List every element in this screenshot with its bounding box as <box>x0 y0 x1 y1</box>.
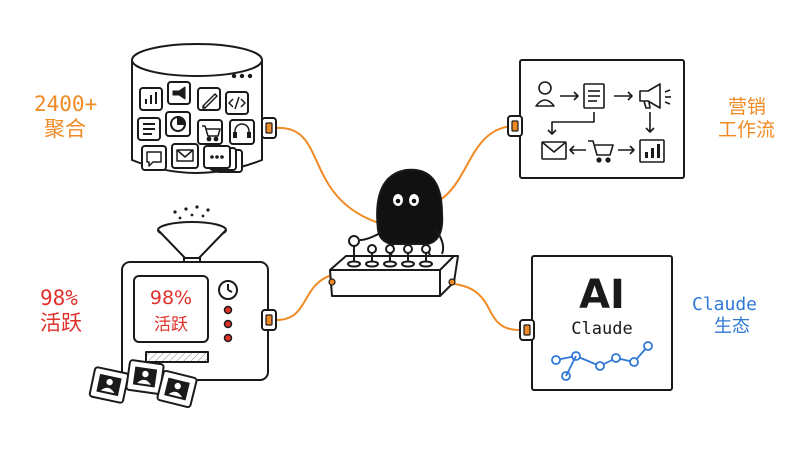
claude-panel <box>519 255 673 391</box>
hub-port-left <box>328 278 336 286</box>
document-icon <box>583 83 605 109</box>
active-percent: 98% <box>40 286 78 310</box>
red-indicator-2 <box>223 319 233 329</box>
arrow-6 <box>618 145 635 155</box>
bar-chart-icon <box>639 139 665 163</box>
bucket-port <box>261 117 277 139</box>
connector-wires <box>275 125 521 331</box>
funnel-icon <box>157 221 227 269</box>
lever-knobs <box>347 235 433 268</box>
workflow-board <box>507 59 685 179</box>
bar-chart-icon <box>139 87 163 111</box>
pie-chart-icon <box>165 111 191 137</box>
arrow-5 <box>569 145 586 155</box>
marketing-label: 营销 工作流 <box>718 96 775 142</box>
profile-card-2 <box>125 359 165 395</box>
growth-line-icon <box>551 341 653 381</box>
cart-icon <box>197 119 223 145</box>
megaphone-icon <box>639 83 671 109</box>
claude-logo: AI <box>579 272 625 318</box>
screen-line2: 活跃 <box>154 315 188 335</box>
claude-port <box>519 319 535 341</box>
red-indicator-3 <box>223 333 233 343</box>
chat-icon <box>141 145 167 171</box>
integrations-count: 2400+ <box>34 92 98 116</box>
arrow-4 <box>645 112 655 133</box>
pencil-icon <box>197 87 221 111</box>
cart-icon <box>588 140 614 163</box>
output-slot <box>145 351 209 363</box>
document-icon <box>137 117 161 141</box>
claude-name: Claude <box>571 319 632 339</box>
tv-screen <box>133 275 209 343</box>
wire-workflow-to-hub <box>439 125 513 201</box>
code-icon <box>225 91 249 115</box>
control-hub <box>328 168 459 297</box>
wire-claude-to-hub <box>453 283 521 331</box>
user-icon <box>535 81 555 107</box>
active-caption: 活跃 <box>40 311 82 336</box>
integrations-label: 2400+ 聚合 <box>34 92 97 142</box>
mail-icon <box>171 143 199 169</box>
claude-ecosystem-label: Claude 生态 <box>692 294 757 337</box>
screen-line1: 98% <box>150 287 192 309</box>
workflow-port <box>507 115 523 137</box>
active-label: 98% 活跃 <box>40 286 82 336</box>
arrow-3 <box>547 112 595 135</box>
tv-port <box>261 309 277 331</box>
claude-ecosystem-caption: 生态 <box>714 315 750 337</box>
arrow-1 <box>560 91 579 101</box>
integrations-bucket <box>131 43 277 174</box>
clock-dial-icon <box>218 280 238 300</box>
claude-ecosystem-name: Claude <box>692 294 758 315</box>
mail-icon <box>541 141 567 160</box>
marketing-caption-2: 工作流 <box>718 118 776 141</box>
card-stack-icon <box>203 145 243 173</box>
sparkle-dots <box>173 205 210 220</box>
megaphone-icon <box>167 81 191 105</box>
wire-bucket-to-hub <box>275 126 386 226</box>
marketing-caption-1: 营销 <box>728 96 767 118</box>
profile-card-3 <box>156 369 198 409</box>
control-panel <box>328 235 459 297</box>
more-dots-icon <box>231 73 253 79</box>
profile-card-1 <box>88 366 130 404</box>
integrations-caption: 聚合 <box>44 117 86 142</box>
arrow-2 <box>614 91 633 101</box>
headset-icon <box>229 119 255 145</box>
wire-tv-to-hub <box>275 274 333 321</box>
hub-port-right <box>448 278 456 286</box>
red-indicator-1 <box>223 305 233 315</box>
mascot-blob <box>359 168 445 257</box>
activity-machine <box>88 205 277 409</box>
